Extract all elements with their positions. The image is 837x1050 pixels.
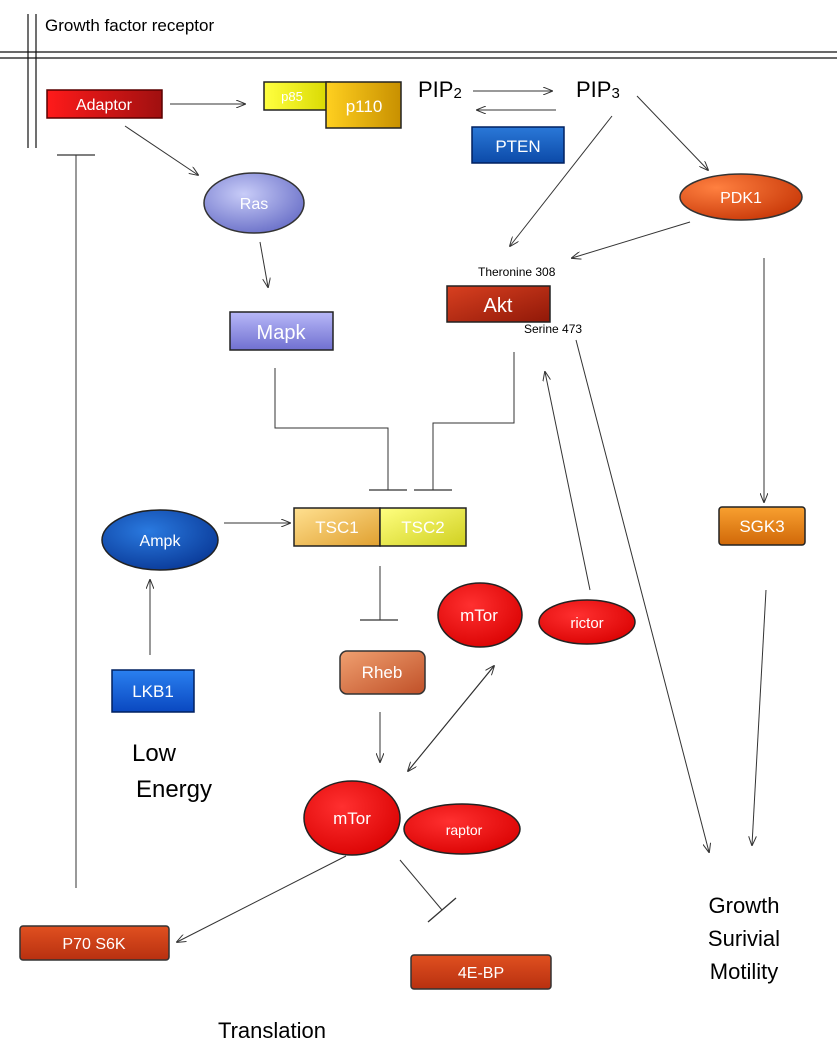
connectors: [57, 91, 766, 942]
translation-label: Translation: [218, 1018, 326, 1043]
node-p70: P70 S6K: [19, 925, 170, 961]
node-4ebp: 4E-BP: [410, 954, 552, 990]
inhibit-mtor-4ebp: [399, 859, 443, 911]
mapk-label: Mapk: [257, 322, 307, 344]
tsc1-label: TSC1: [315, 518, 358, 537]
pten-label: PTEN: [495, 137, 540, 156]
p110-label: p110: [346, 97, 383, 116]
node-pdk1: PDK1: [679, 173, 803, 221]
arrow-pip3-akt: [510, 115, 613, 246]
node-mapk: Mapk: [229, 311, 334, 351]
node-mtor-raptor: mTor raptor: [303, 780, 521, 856]
inhibit-mapk-tsc: [274, 368, 389, 490]
4ebp-label: 4E-BP: [458, 965, 504, 982]
node-pten: PTEN: [471, 126, 565, 164]
mtor-top-label: mTor: [460, 606, 498, 625]
receptor-title: Growth factor receptor: [45, 16, 214, 35]
arrow-pip3-pdk1: [636, 95, 708, 170]
ampk-label: Ampk: [140, 533, 182, 550]
node-pi3k: p85 p110: [263, 81, 402, 129]
p85-label: p85: [281, 89, 303, 104]
node-mtor-rictor: mTor rictor: [437, 582, 636, 648]
serine-label: Serine 473: [524, 322, 582, 336]
node-sgk3: SGK3: [718, 506, 806, 546]
adaptor-label: Adaptor: [76, 97, 133, 114]
node-adaptor: Adaptor: [46, 89, 163, 119]
arrow-mtor-mtor-down: [408, 665, 495, 771]
pip3-label: PIP3: [576, 77, 620, 102]
survival-label: Surivial: [708, 926, 780, 951]
threonine-label: Theronine 308: [478, 265, 556, 279]
arrow-ras-mapk: [259, 241, 268, 287]
energy-label: Energy: [136, 776, 212, 803]
pdk1-label: PDK1: [720, 190, 762, 207]
lkb1-label: LKB1: [132, 682, 174, 701]
arrow-mtor-p70: [177, 855, 347, 942]
rheb-label: Rheb: [362, 663, 403, 682]
inhibit-bar-4ebp: [427, 897, 457, 923]
low-label: Low: [132, 740, 177, 767]
inhibit-akt-tsc: [432, 352, 515, 490]
p70-label: P70 S6K: [62, 936, 125, 953]
node-tsc: TSC1 TSC2: [293, 507, 467, 547]
node-ras: Ras: [203, 172, 305, 234]
arrow-akt-growth: [575, 339, 709, 852]
ras-label: Ras: [240, 196, 268, 213]
sgk3-label: SGK3: [739, 517, 784, 536]
node-akt: Akt: [446, 285, 551, 323]
node-ampk: Ampk: [101, 509, 219, 571]
raptor-label: raptor: [446, 822, 483, 838]
node-rheb: Rheb: [339, 650, 426, 695]
arrow-rictor-akt: [545, 372, 591, 591]
growth-label: Growth: [709, 893, 780, 918]
tsc2-label: TSC2: [401, 518, 444, 537]
arrow-adaptor-ras: [124, 125, 198, 175]
node-lkb1: LKB1: [111, 669, 195, 713]
pip2-label: PIP2: [418, 77, 462, 102]
akt-label: Akt: [484, 295, 513, 317]
arrow-sgk3-growth: [752, 589, 767, 845]
rictor-label: rictor: [570, 615, 603, 632]
arrow-pdk1-akt: [572, 221, 691, 258]
motility-label: Motility: [710, 959, 778, 984]
mtor-bottom-label: mTor: [333, 809, 371, 828]
